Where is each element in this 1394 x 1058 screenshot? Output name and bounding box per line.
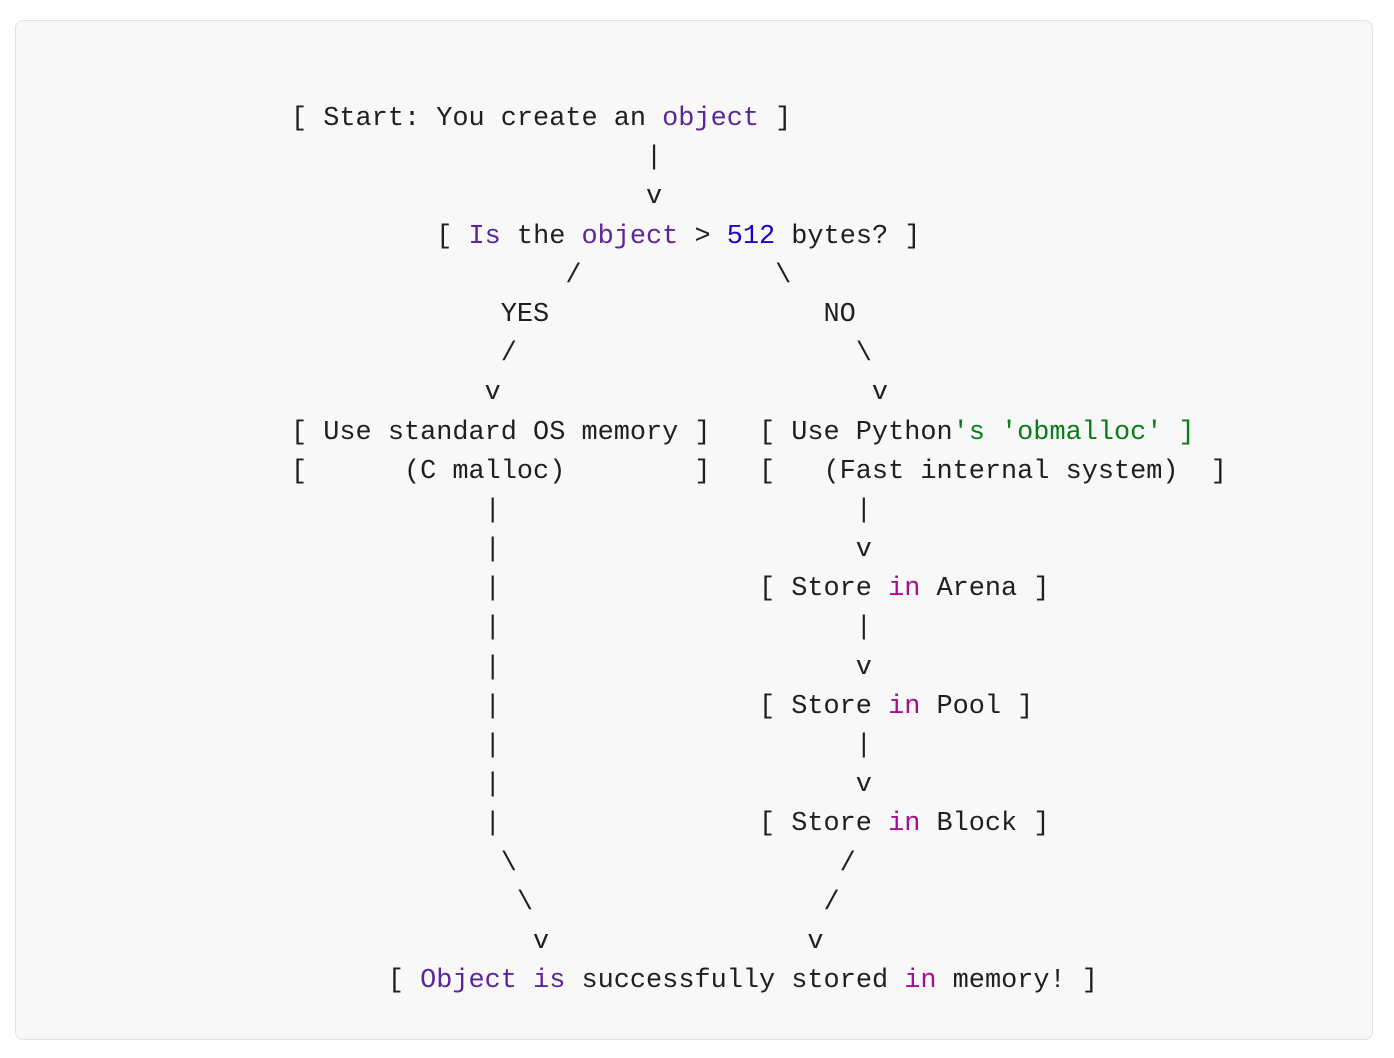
code-token-plain: Block ] <box>920 809 1050 840</box>
code-token-number: 512 <box>726 221 776 252</box>
code-token-plain: | | <box>291 495 872 526</box>
code-line: v v <box>291 374 1227 413</box>
code-token-plain: memory! ] <box>936 966 1098 997</box>
code-token-plain: | | <box>291 731 872 761</box>
code-token-plain: ] <box>758 104 792 134</box>
code-line: \ / <box>291 884 1227 923</box>
code-token-builtin: object <box>581 221 679 252</box>
code-token-builtin: Object <box>420 966 517 997</box>
code-token-plain: YES NO <box>291 299 856 330</box>
code-token-plain: \ / <box>291 848 856 879</box>
code-token-plain: | v <box>291 652 872 683</box>
code-line: YES NO <box>291 296 1227 335</box>
code-line: \ / <box>291 845 1227 884</box>
code-token-plain: [ Start: You create an <box>291 104 663 134</box>
code-token-plain: | | <box>291 613 872 644</box>
code-line: | | <box>291 727 1227 766</box>
code-block: [ Start: You create an object ] | v [ Is… <box>15 20 1373 1040</box>
code-token-plain: v v <box>291 378 889 409</box>
code-token-plain: Arena ] <box>920 574 1050 605</box>
code-token-plain: | v <box>291 535 872 566</box>
code-token-plain: | <box>291 143 663 174</box>
code-token-plain: > <box>678 221 727 252</box>
code-line: / \ <box>291 257 1227 296</box>
code-token-plain <box>517 966 533 996</box>
code-line: [ (C malloc) ] [ (Fast internal system) … <box>291 453 1227 492</box>
code-line: v v <box>291 923 1227 962</box>
code-token-plain: [ Use standard OS memory ] [ Use Python <box>291 417 953 448</box>
code-line: | | <box>291 609 1227 648</box>
code-line: | [ Store in Arena ] <box>291 570 1227 609</box>
code-token-plain: / \ <box>291 339 872 370</box>
code-token-plain: the <box>500 221 582 252</box>
code-line: | [ Store in Pool ] <box>291 688 1227 727</box>
code-token-keyword: in <box>904 966 937 997</box>
code-token-plain: \ / <box>291 887 840 918</box>
code-line: | | <box>291 492 1227 531</box>
code-token-builtin: object <box>662 104 759 134</box>
code-token-plain: Pool ] <box>920 691 1034 722</box>
code-line: | <box>291 139 1227 178</box>
code-token-keyword: in <box>888 809 921 840</box>
code-token-plain: | [ Store <box>291 574 889 605</box>
code-token-plain: [ (C malloc) ] [ (Fast internal system) … <box>291 456 1227 487</box>
code-line: [ Is the object > 512 bytes? ] <box>291 218 1227 257</box>
code-token-plain: successfully stored <box>565 966 905 997</box>
code-line: v <box>291 178 1227 217</box>
code-line: | v <box>291 766 1227 805</box>
code-token-builtin: Is <box>468 221 501 252</box>
code-token-plain: v v <box>291 926 824 957</box>
code-token-plain: [ <box>291 221 469 252</box>
code-token-plain: v <box>291 182 663 213</box>
code-line: / \ <box>291 335 1227 374</box>
code-line: [ Start: You create an object ] <box>291 100 1227 139</box>
code-token-string: 's 'obmalloc' ] <box>952 417 1195 448</box>
code-token-plain: / \ <box>291 260 792 291</box>
ascii-flowchart: [ Start: You create an object ] | v [ Is… <box>291 100 1227 1001</box>
code-token-keyword: in <box>888 691 921 722</box>
code-token-plain: | v <box>291 770 872 801</box>
code-token-plain: [ <box>291 966 421 997</box>
code-line: [ Object is successfully stored in memor… <box>291 962 1227 1001</box>
code-line: | [ Store in Block ] <box>291 805 1227 844</box>
code-line: [ Use standard OS memory ] [ Use Python'… <box>291 414 1227 453</box>
code-token-plain: bytes? ] <box>775 221 921 252</box>
code-line: | v <box>291 531 1227 570</box>
code-token-plain: | [ Store <box>291 691 889 722</box>
code-token-plain: | [ Store <box>291 809 889 840</box>
code-token-builtin: is <box>533 966 566 997</box>
code-token-keyword: in <box>888 574 921 605</box>
code-line: | v <box>291 649 1227 688</box>
